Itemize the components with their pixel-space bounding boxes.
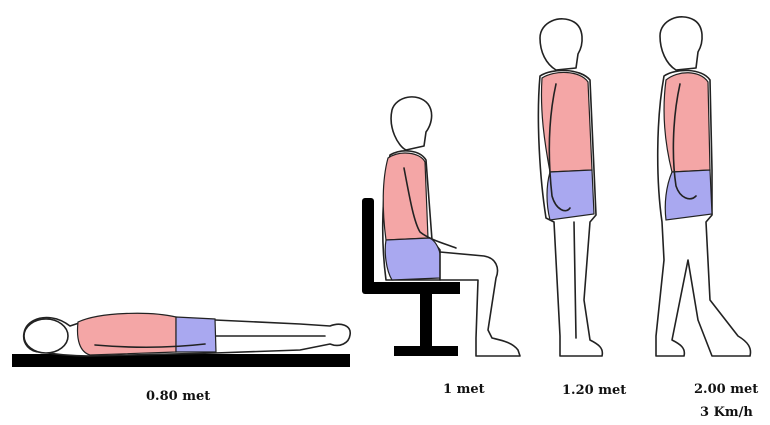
walking-shorts <box>665 170 712 220</box>
sitting-head <box>391 97 432 150</box>
sitting-met-label: 1 met <box>443 382 485 397</box>
chair-back <box>362 198 374 294</box>
lying-head <box>24 319 68 353</box>
chair-base <box>394 346 458 356</box>
standing-shorts <box>547 170 594 220</box>
lying-figure <box>12 313 350 367</box>
walking-speed-label: 3 Km/h <box>700 405 753 420</box>
chair-post <box>420 290 432 348</box>
floor-bar <box>12 354 350 367</box>
standing-met-label: 1.20 met <box>562 383 626 398</box>
standing-figure <box>538 19 602 356</box>
sitting-leg <box>440 252 520 356</box>
sitting-shirt <box>383 153 428 240</box>
lying-met-label: 0.80 met <box>146 389 210 404</box>
sitting-figure <box>362 97 520 356</box>
walking-head <box>660 17 702 70</box>
chair-seat <box>368 282 460 294</box>
standing-head <box>540 19 582 70</box>
walking-figure <box>656 17 751 356</box>
walking-met-label: 2.00 met <box>694 382 758 397</box>
lying-shirt <box>78 313 177 355</box>
sitting-shorts <box>385 238 441 280</box>
walking-shirt <box>664 73 710 172</box>
